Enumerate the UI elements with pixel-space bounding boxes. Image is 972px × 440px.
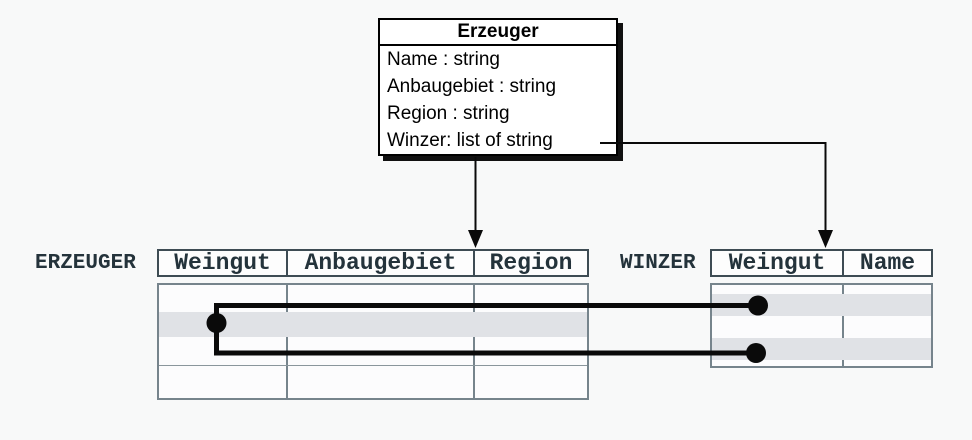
column-separator (286, 285, 288, 398)
class-attribute-list: Name : string Anbaugebiet : string Regio… (380, 46, 616, 154)
erzeuger-column-weingut: Weingut (159, 250, 288, 276)
column-separator (842, 285, 844, 366)
highlighted-row (159, 312, 587, 337)
winzer-attribute-to-winzer-arrow-line (600, 142, 827, 233)
row-separator (159, 365, 587, 366)
winzer-column-weingut: Weingut (712, 250, 844, 276)
highlighted-row (712, 294, 931, 316)
arrowhead-icon (468, 230, 483, 248)
erzeuger-column-anbaugebiet: Anbaugebiet (288, 250, 475, 276)
winzer-table-body (710, 283, 933, 368)
erzeuger-table-label: ERZEUGER (35, 252, 136, 275)
winzer-table-label: WINZER (620, 252, 696, 275)
class-attribute-region: Region : string (387, 103, 510, 124)
class-attribute-winzer: Winzer: list of string (387, 130, 553, 151)
arrowhead-icon (818, 230, 833, 248)
erzeuger-table-body (157, 283, 589, 400)
winzer-column-name: Name (859, 250, 916, 276)
class-attribute-name: Name : string (387, 49, 500, 70)
class-title: Erzeuger (380, 20, 616, 46)
winzer-header-row: Weingut Name (710, 249, 933, 277)
class-attribute-anbaugebiet: Anbaugebiet : string (387, 76, 557, 97)
column-separator (473, 285, 475, 398)
highlighted-row (712, 338, 931, 360)
uml-class-box: Erzeuger Name : string Anbaugebiet : str… (378, 18, 618, 156)
erzeuger-column-region: Region (489, 250, 573, 276)
erzeuger-header-row: Weingut Anbaugebiet Region (157, 249, 589, 277)
